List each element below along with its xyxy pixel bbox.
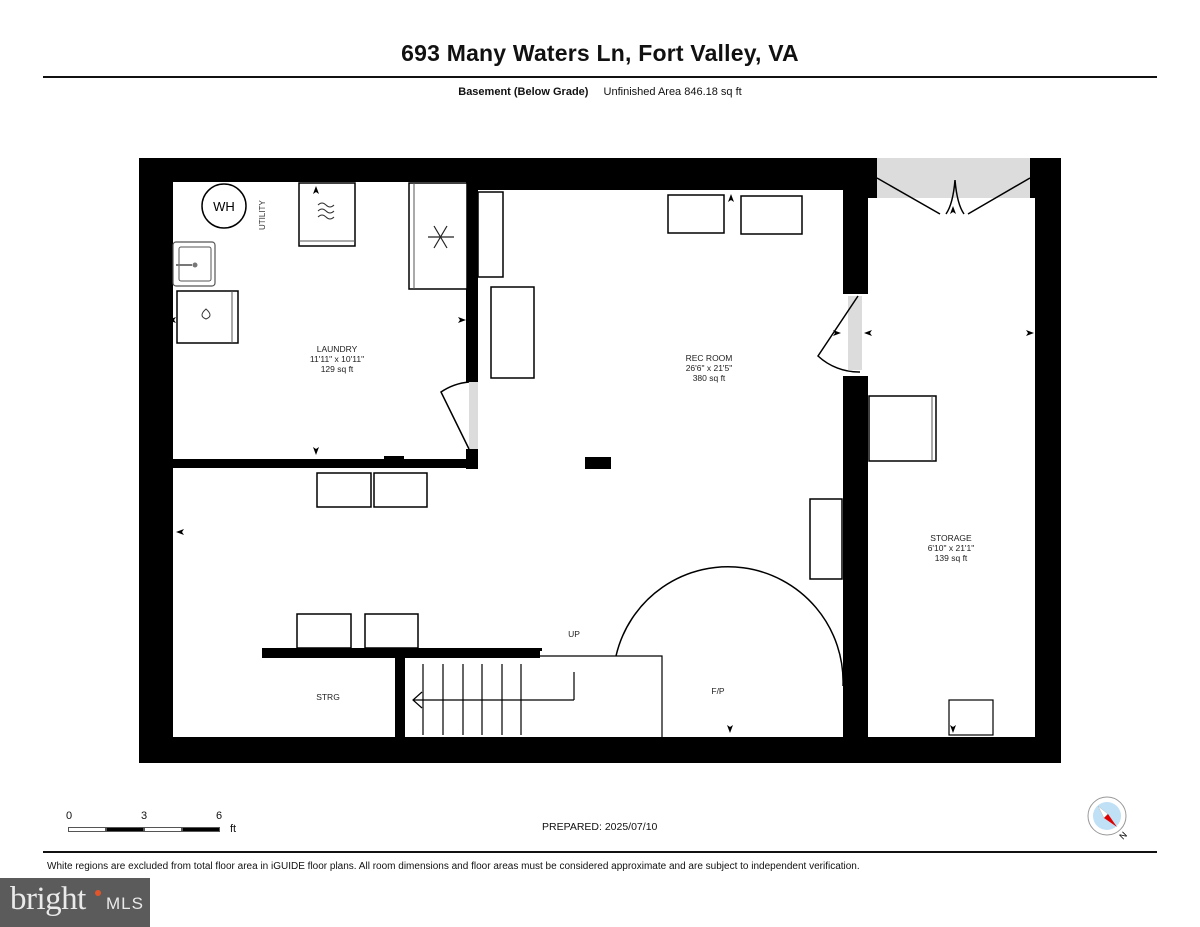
scale-unit: ft [230,823,237,835]
snowflake-icon [428,225,454,249]
prepared-date: PREPARED: 2025/07/10 [542,821,658,833]
logo-accent-dot [95,890,101,896]
storage-label: STORAGE 6'10" x 21'1" 139 sq ft [928,533,975,563]
header-divider [43,76,1157,78]
svg-text:N: N [1117,830,1129,842]
utility-label: UTILITY [258,200,267,230]
water-heater-label: WH [213,199,235,214]
dryer [298,182,356,247]
disclaimer-text: White regions are excluded from total fl… [47,861,860,872]
storage-door-opening [848,296,862,370]
storage-cabinet [868,395,937,462]
rec-room-label: REC ROOM 26'6" x 21'5" 380 sq ft [686,353,733,383]
rec-room-windows [296,191,843,649]
laundry-door [440,381,470,450]
scale-tick-0: 0 [66,810,73,822]
logo-wordmark: bright [10,881,86,917]
scale-tick-3: 3 [141,810,148,822]
svg-text:26'6" x 21'5": 26'6" x 21'5" [686,363,733,373]
north-compass-icon: N [1087,796,1129,842]
bright-mls-logo: bright MLS [0,878,150,927]
svg-text:REC ROOM: REC ROOM [686,353,733,363]
svg-text:STORAGE: STORAGE [930,533,972,543]
storage-door [817,295,861,373]
floor-plan: WH UTILITY LAUNDRY 11'11" x 10'11" 129 s… [139,158,1061,763]
laundry-sink [172,241,216,287]
laundry-label: LAUNDRY 11'11" x 10'11" 129 sq ft [310,344,364,374]
scale-bar: 0 3 6 ft [66,810,246,840]
freezer [408,182,468,290]
fireplace-hearth [615,566,844,687]
viewpoint-markers [168,186,1034,733]
washer [176,290,239,344]
stairs-up-label: UP [568,629,580,639]
svg-text:139 sq ft: 139 sq ft [935,553,968,563]
svg-text:11'11" x 10'11": 11'11" x 10'11" [310,354,364,364]
scale-tick-6: 6 [216,810,223,822]
svg-text:6'10" x 21'1": 6'10" x 21'1" [928,543,975,553]
svg-text:LAUNDRY: LAUNDRY [317,344,358,354]
stairs [412,655,663,737]
exterior-walls [139,158,1061,763]
footer-divider [43,851,1157,853]
interior-walls [165,182,868,746]
area-summary: Unfinished Area 846.18 sq ft [603,86,742,98]
floor-name: Basement (Below Grade) [458,86,589,98]
fireplace-label: F/P [711,686,725,696]
water-heater [201,183,247,229]
floor-summary: Basement (Below Grade) Unfinished Area 8… [0,86,1200,98]
svg-text:380 sq ft: 380 sq ft [693,373,726,383]
storage-box [948,699,994,736]
strg-label: STRG [316,692,340,702]
logo-suffix: MLS [106,894,144,913]
storage-double-door [876,177,1031,215]
page-title: 693 Many Waters Ln, Fort Valley, VA [401,40,799,66]
svg-text:129 sq ft: 129 sq ft [321,364,354,374]
laundry-door-opening [469,382,478,449]
